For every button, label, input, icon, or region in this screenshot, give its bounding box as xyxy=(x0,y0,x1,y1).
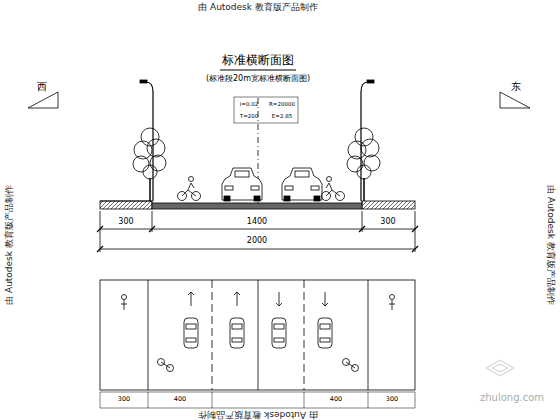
dimension-text: 300 xyxy=(118,396,130,403)
dimension-text: 2000 xyxy=(247,237,267,246)
drawing-title: 标准横断面图 xyxy=(222,54,294,67)
curve-parameter: i=0.02 xyxy=(240,101,258,107)
watermark-text: 由 Autodesk 教育版产品制作 xyxy=(5,185,15,305)
dimension-text: 300 xyxy=(118,218,133,227)
watermark-text: 由 Autodesk 教育版产品制作 xyxy=(198,409,318,419)
direction-label: 东 xyxy=(511,81,521,92)
dimension-text: 300 xyxy=(380,218,395,227)
drawing-subtitle: (标准段20m宽标准横断面图) xyxy=(206,75,310,84)
dimension-text: 300 xyxy=(386,396,398,403)
dimension-text: 400 xyxy=(174,396,186,403)
watermark-text: 由 Autodesk 教育版产品制作 xyxy=(198,3,318,13)
watermark-text: zhulong.com xyxy=(480,392,544,403)
watermark-text: 由 Autodesk 教育版产品制作 xyxy=(545,185,555,305)
curve-parameter: T=200 xyxy=(240,113,258,119)
direction-label: 西 xyxy=(37,81,47,92)
dimension-text: 400 xyxy=(330,396,342,403)
dimension-text: 1400 xyxy=(247,218,267,227)
curve-parameter: E=2.85 xyxy=(272,113,292,119)
curve-parameter: R=20000 xyxy=(269,101,295,107)
